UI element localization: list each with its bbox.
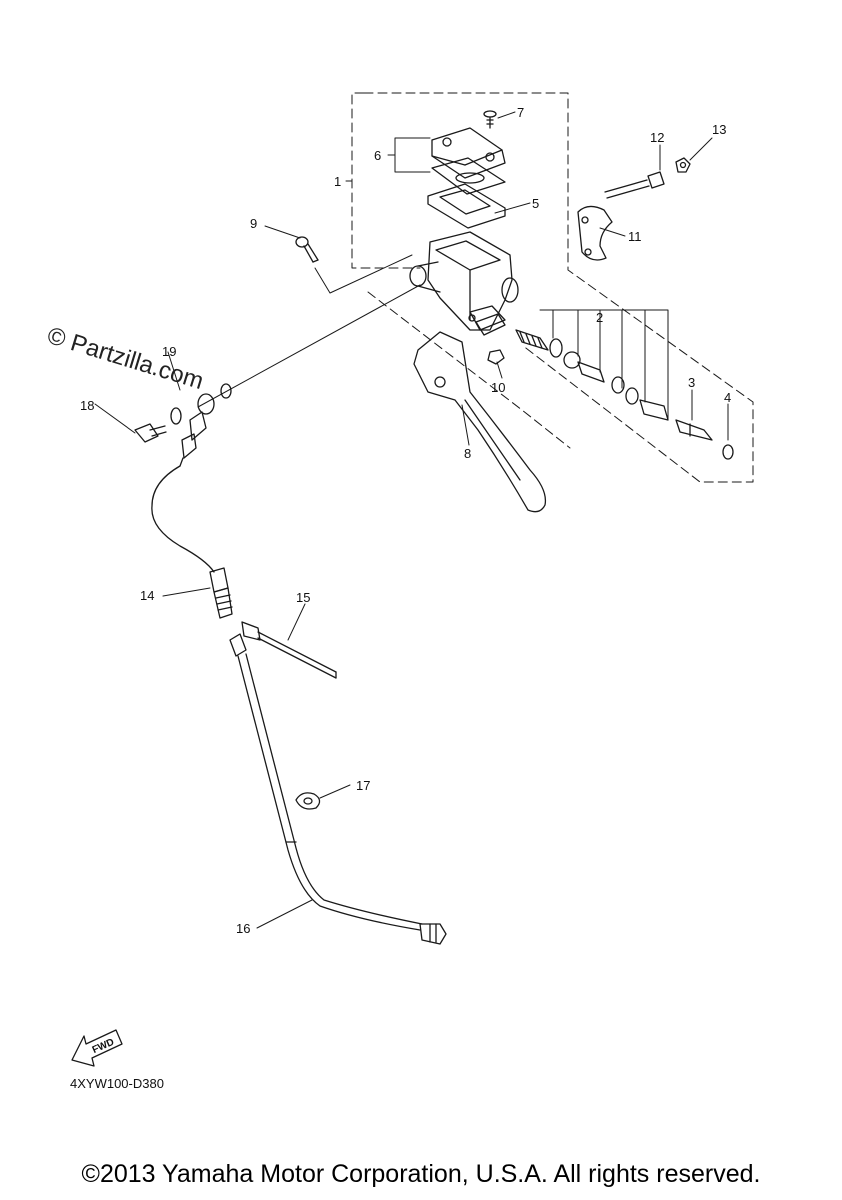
clutch-hose	[151, 465, 233, 619]
drawing-code: 4XYW100-D380	[70, 1076, 164, 1091]
reservoir-cap	[431, 127, 506, 179]
callout-19: 19	[162, 344, 176, 359]
handlebar-holder	[577, 205, 613, 261]
master-cylinder-body	[409, 231, 519, 336]
cable-tie	[241, 621, 337, 679]
callout-13: 13	[712, 122, 726, 137]
callout-6: 6	[374, 148, 381, 163]
piston-kit	[515, 329, 669, 421]
bleed-screw	[295, 236, 319, 263]
push-rod	[675, 419, 713, 441]
callout-12: 12	[650, 130, 664, 145]
callout-3: 3	[688, 375, 695, 390]
assembly-boundary	[351, 92, 754, 483]
callout-15: 15	[296, 590, 310, 605]
callout-18: 18	[80, 398, 94, 413]
callout-1: 1	[334, 174, 341, 189]
callout-5: 5	[532, 196, 539, 211]
callout-labels: 1 2 3 4 5 6 7 8 9 10 11 12 13 14 15 16 1…	[80, 105, 731, 936]
callout-14: 14	[140, 588, 154, 603]
bolt-washer	[675, 157, 691, 173]
leader-lines	[94, 111, 729, 929]
fwd-arrow-icon: FWD	[71, 1029, 123, 1067]
callout-2: 2	[596, 310, 603, 325]
callout-17: 17	[356, 778, 370, 793]
cap-screw	[483, 110, 497, 129]
callout-11: 11	[628, 229, 642, 244]
pivot-nut	[487, 349, 505, 365]
callout-8: 8	[464, 446, 471, 461]
union-bolt	[134, 423, 167, 443]
rod-boot	[722, 444, 734, 460]
pipe-clamp	[295, 792, 321, 810]
hose-banjo-fitting	[179, 393, 215, 467]
copyright-notice: ©2013 Yamaha Motor Corporation, U.S.A. A…	[81, 1160, 761, 1188]
clutch-pipe	[229, 633, 447, 945]
holder-bolt	[604, 171, 665, 199]
callout-9: 9	[250, 216, 257, 231]
callout-10: 10	[491, 380, 505, 395]
callout-16: 16	[236, 921, 250, 936]
diaphragm-plate	[431, 157, 506, 195]
copper-washer	[170, 383, 232, 425]
callout-7: 7	[517, 105, 524, 120]
reservoir-diaphragm	[427, 183, 506, 229]
clutch-lever	[413, 331, 547, 513]
callout-4: 4	[724, 390, 731, 405]
